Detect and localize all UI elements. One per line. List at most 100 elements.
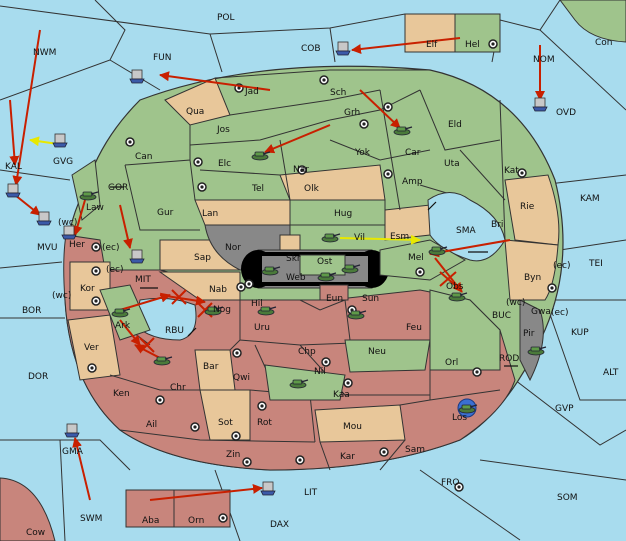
province-label-sot: Sot bbox=[218, 418, 233, 428]
province-label-ver: Ver bbox=[84, 343, 99, 353]
sea-label-som: SOM bbox=[557, 493, 578, 503]
province-label-her: Her bbox=[69, 240, 85, 250]
province-label-yok: Yok bbox=[354, 148, 371, 158]
sea-label-fun: FUN bbox=[153, 53, 172, 63]
province-label-jad: Jad bbox=[244, 87, 259, 97]
sea-label-kam: KAM bbox=[580, 194, 600, 204]
province-label-kat: Kat bbox=[504, 166, 519, 176]
province-label-gwa: Gwa bbox=[531, 307, 551, 317]
province-label-aba: Aba bbox=[142, 516, 159, 526]
sea-label-con: Con bbox=[595, 38, 613, 48]
province-label-olk: Olk bbox=[304, 184, 320, 194]
province-label-obs: Obs bbox=[446, 282, 464, 292]
province-label-vil: Vil bbox=[354, 233, 365, 243]
province-label-rot: Rot bbox=[257, 418, 272, 428]
province-label-hel: Hel bbox=[465, 40, 480, 50]
supply-centers bbox=[87, 39, 557, 523]
sea-label-mit: MIT bbox=[135, 275, 151, 285]
sea-label-tei: TEI bbox=[588, 259, 603, 269]
province-label-byn: Byn bbox=[524, 273, 541, 283]
province-label-wc1: (wc) bbox=[58, 218, 77, 228]
province-label-feu: Feu bbox=[406, 323, 422, 333]
province-label-chr: Chr bbox=[170, 383, 186, 393]
province-label-bri: Bri bbox=[491, 220, 503, 230]
province-label-mel: Mel bbox=[408, 253, 424, 263]
province-label-nog: Nog bbox=[213, 305, 231, 315]
province-label-law: Law bbox=[86, 203, 104, 213]
province-label-wc3: (wc) bbox=[506, 298, 525, 308]
province-label-hug: Hug bbox=[334, 209, 352, 219]
province-label-jos: Jos bbox=[216, 125, 230, 135]
province-label-elf: Elf bbox=[426, 40, 438, 50]
province-label-ark: Ark bbox=[115, 321, 131, 331]
province-label-tel: Tel bbox=[251, 184, 264, 194]
province-label-zin: Zin bbox=[226, 450, 240, 460]
province-label-nor: Nor bbox=[225, 243, 241, 253]
province-label-chp: Chp bbox=[298, 347, 316, 357]
province-label-uru: Uru bbox=[254, 323, 270, 333]
sea-label-sma: SMA bbox=[456, 226, 476, 236]
sea-label-pol: POL bbox=[217, 13, 235, 23]
sea-label-gma: GMA bbox=[62, 447, 84, 457]
province-label-wc2: (wc) bbox=[52, 291, 71, 301]
province-label-ec3: (ec) bbox=[553, 261, 571, 271]
sea-label-kal: KAL bbox=[5, 162, 22, 172]
province-label-los: Los bbox=[452, 413, 467, 423]
province-label-grh: Grh bbox=[344, 108, 360, 118]
sea-label-dor: DOR bbox=[28, 372, 48, 382]
sea-zone-labels: POL NWM FUN COB NOM Con OVD KAL GVG GOR … bbox=[5, 13, 619, 538]
move-orders bbox=[9, 29, 545, 501]
sea-label-gor: GOR bbox=[108, 183, 128, 193]
province-label-lan: Lan bbox=[202, 209, 218, 219]
sea-label-gvg: GVG bbox=[53, 157, 73, 167]
sea-label-lit: LIT bbox=[304, 488, 318, 498]
sea-label-rod: ROD bbox=[499, 354, 519, 364]
sea-label-nom: NOM bbox=[533, 55, 555, 65]
province-label-orn: Orn bbox=[188, 516, 204, 526]
province-label-web: Web bbox=[286, 273, 306, 283]
province-label-eld: Eld bbox=[448, 120, 462, 130]
sea-label-cob: COB bbox=[301, 44, 321, 54]
province-label-orl: Orl bbox=[445, 358, 458, 368]
province-label-kar: Kar bbox=[340, 452, 355, 462]
province-label-nar: Nar bbox=[293, 165, 309, 175]
province-label-ec1: (ec) bbox=[102, 243, 120, 253]
province-label-bar: Bar bbox=[203, 362, 219, 372]
province-label-nab: Nab bbox=[209, 285, 227, 295]
province-label-sch: Sch bbox=[330, 88, 346, 98]
province-label-kor: Kor bbox=[80, 284, 95, 294]
province-label-ec4: (ec) bbox=[551, 308, 569, 318]
province-label-ost: Ost bbox=[317, 257, 333, 267]
province-label-sap: Sap bbox=[194, 253, 211, 263]
province-label-qua: Qua bbox=[186, 107, 204, 117]
units bbox=[5, 41, 548, 496]
sea-label-gvp: GVP bbox=[555, 404, 574, 414]
sea-label-fro: FRO bbox=[441, 478, 460, 488]
province-label-nil: Nil bbox=[314, 367, 326, 377]
sea-label-bor: BOR bbox=[22, 306, 41, 316]
province-label-ken: Ken bbox=[113, 389, 130, 399]
province-label-hil: Hil bbox=[251, 299, 263, 309]
province-label-mou: Mou bbox=[343, 422, 362, 432]
province-label-can: Can bbox=[135, 152, 153, 162]
sea-label-rbu: RBU bbox=[165, 326, 184, 336]
province-label-sam: Sam bbox=[405, 445, 425, 455]
sea-label-cow: Cow bbox=[26, 528, 45, 538]
province-label-amp: Amp bbox=[402, 177, 423, 187]
failed-orders bbox=[139, 271, 457, 353]
province-label-skr: Skr bbox=[286, 254, 301, 264]
province-label-sun: Sun bbox=[362, 294, 379, 304]
province-label-ec2: (ec) bbox=[106, 265, 124, 275]
sea-label-buc: BUC bbox=[492, 311, 511, 321]
province-label-ail: Ail bbox=[146, 420, 157, 430]
sea-label-nwm: NWM bbox=[33, 48, 56, 58]
province-label-kaa: Kaa bbox=[333, 390, 350, 400]
coast-connections bbox=[110, 186, 518, 367]
province-label-neu: Neu bbox=[368, 347, 386, 357]
province-label-uta: Uta bbox=[444, 159, 460, 169]
province-label-elc: Elc bbox=[218, 159, 231, 169]
sea-label-ovd: OVD bbox=[556, 108, 576, 118]
sea-label-kup: KUP bbox=[571, 328, 589, 338]
province-label-esm: Esm bbox=[390, 232, 409, 242]
